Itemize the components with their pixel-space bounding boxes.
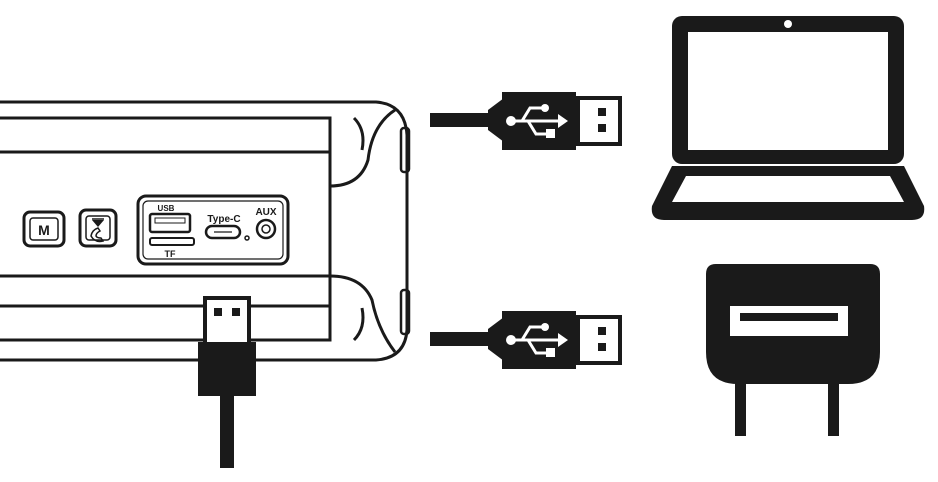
speaker-bumper-bottom	[329, 274, 397, 353]
cable-strain-relief	[488, 98, 504, 142]
aux-port-label: AUX	[255, 207, 276, 218]
phone-icon	[90, 227, 105, 243]
usb-plug-metal	[576, 96, 622, 146]
cable-plug-metal	[203, 296, 251, 346]
usb-cable-to-laptop	[430, 92, 622, 150]
cable-wire	[430, 113, 506, 127]
speaker-bumper-top	[329, 108, 396, 188]
cable-wire	[430, 332, 506, 346]
laptop-icon	[651, 16, 925, 220]
speaker-bumper-bottom-inner	[352, 307, 365, 342]
cable-wire	[220, 394, 234, 468]
type-c-cable	[198, 296, 256, 468]
laptop-screen	[688, 32, 888, 150]
speaker-edge-nub	[399, 288, 411, 336]
mode-button[interactable]: M	[22, 210, 66, 248]
cable-strain-relief	[488, 317, 504, 361]
usb-port[interactable]	[148, 212, 192, 234]
laptop-camera	[784, 20, 792, 28]
type-c-port[interactable]	[204, 224, 242, 240]
play-phone-button[interactable]	[78, 208, 118, 248]
mode-button-label: M	[38, 222, 50, 238]
speaker	[0, 100, 411, 362]
led-indicator	[244, 235, 250, 241]
usb-trident-icon	[506, 104, 568, 138]
usb-cable-to-charger	[430, 311, 622, 369]
charger-prong	[828, 382, 839, 436]
charger-prong	[735, 382, 746, 436]
usb-trident-icon	[506, 323, 568, 357]
speaker-inner-panel	[0, 116, 332, 342]
usb-port-label: USB	[158, 204, 175, 213]
port-panel: USB TF Type-C AUX	[136, 194, 290, 266]
play-pause-icon	[92, 218, 104, 227]
speaker-bumper-top-inner	[352, 116, 365, 151]
usb-plug-metal	[576, 315, 622, 365]
laptop-keyboard-area	[672, 176, 904, 202]
speaker-outer-shell	[0, 100, 409, 362]
tf-card-slot[interactable]	[149, 237, 195, 246]
cable-plug-housing	[198, 342, 256, 396]
aux-port[interactable]	[255, 218, 277, 240]
speaker-edge-nub	[399, 126, 411, 174]
wall-charger-icon	[706, 264, 880, 436]
tf-slot-label: TF	[165, 249, 176, 259]
type-c-port-label: Type-C	[207, 214, 240, 225]
